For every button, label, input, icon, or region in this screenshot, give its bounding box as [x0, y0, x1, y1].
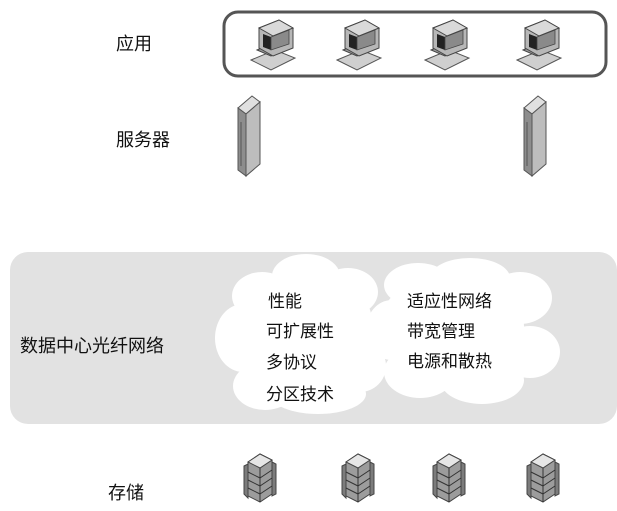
storage-array-icon [341, 453, 375, 503]
tower-server-icon [237, 95, 261, 177]
layer-label-server: 服务器 [116, 130, 170, 151]
feature-item: 性能 [268, 292, 302, 312]
cloud-right [366, 258, 560, 404]
tower-server-icon [523, 95, 547, 177]
feature-item: 适应性网络 [407, 292, 492, 312]
feature-item: 分区技术 [266, 385, 334, 405]
feature-item: 带宽管理 [407, 322, 475, 342]
layer-label-network: 数据中心光纤网络 [20, 336, 164, 357]
storage-array-icon [432, 453, 466, 503]
feature-item: 可扩展性 [266, 322, 334, 342]
application-group-frame [222, 10, 608, 78]
cloud-left [215, 254, 386, 414]
storage-array-icon [243, 453, 277, 503]
layer-label-application: 应用 [116, 34, 152, 55]
storage-array-icon [526, 453, 560, 503]
feature-item: 电源和散热 [407, 352, 492, 372]
feature-item: 多协议 [266, 353, 317, 373]
layer-label-storage: 存储 [108, 483, 144, 504]
